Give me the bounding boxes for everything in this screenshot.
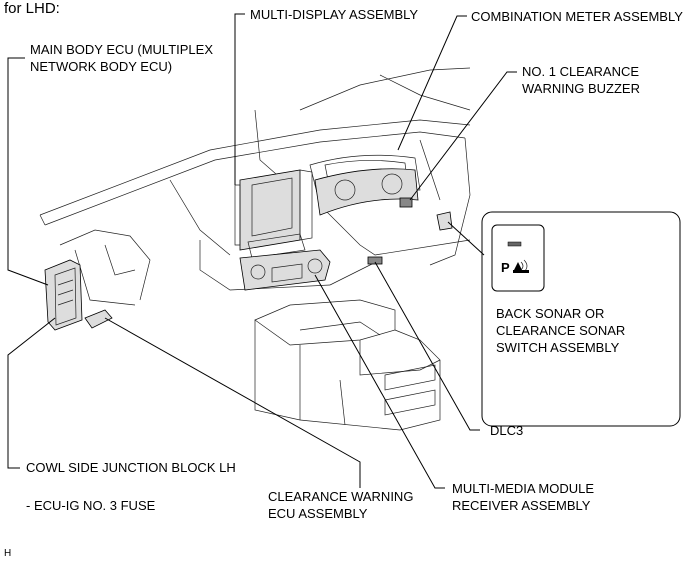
dash-switch-part — [436, 211, 453, 231]
dlc3-label: DLC3 — [490, 423, 524, 438]
footer-code: H — [4, 548, 12, 559]
cowl-junction-label: COWL SIDE JUNCTION BLOCK LH — [26, 460, 236, 475]
buzzer-part — [399, 197, 413, 208]
sonar-switch-inset-frame — [481, 211, 681, 427]
multi-display-label: MULTI-DISPLAY ASSEMBLY — [250, 7, 419, 22]
sonar-switch-label: BACK SONAR OR CLEARANCE SONAR SWITCH ASS… — [496, 306, 626, 355]
dlc3-part — [367, 256, 383, 265]
leader-lines — [7, 13, 517, 489]
clearance-buzzer-label: NO. 1 CLEARANCE WARNING BUZZER — [522, 64, 640, 96]
svg-text:P: P — [501, 260, 510, 275]
main-body-ecu-label: MAIN BODY ECU (MULTIPLEX NETWORK BODY EC… — [30, 42, 213, 74]
combination-meter-label: COMBINATION METER ASSEMBLY — [471, 9, 683, 24]
multimedia-module-label: MULTI-MEDIA MODULE RECEIVER ASSEMBLY — [452, 481, 595, 513]
fuse-label: - ECU-IG NO. 3 FUSE — [26, 498, 156, 513]
dashboard-outline — [39, 67, 471, 431]
multi-display-part — [234, 169, 313, 259]
clearance-ecu-part — [84, 309, 113, 329]
page-heading: for LHD: — [4, 0, 60, 17]
sonar-switch-indicator — [507, 241, 522, 247]
combination-meter-part — [314, 168, 419, 216]
multimedia-module-part — [239, 249, 331, 291]
parking-sensor-icon: P — [501, 259, 529, 275]
sonar-switch-button — [491, 224, 545, 292]
main-body-ecu-part — [44, 259, 83, 331]
clearance-ecu-label: CLEARANCE WARNING ECU ASSEMBLY — [268, 489, 414, 521]
